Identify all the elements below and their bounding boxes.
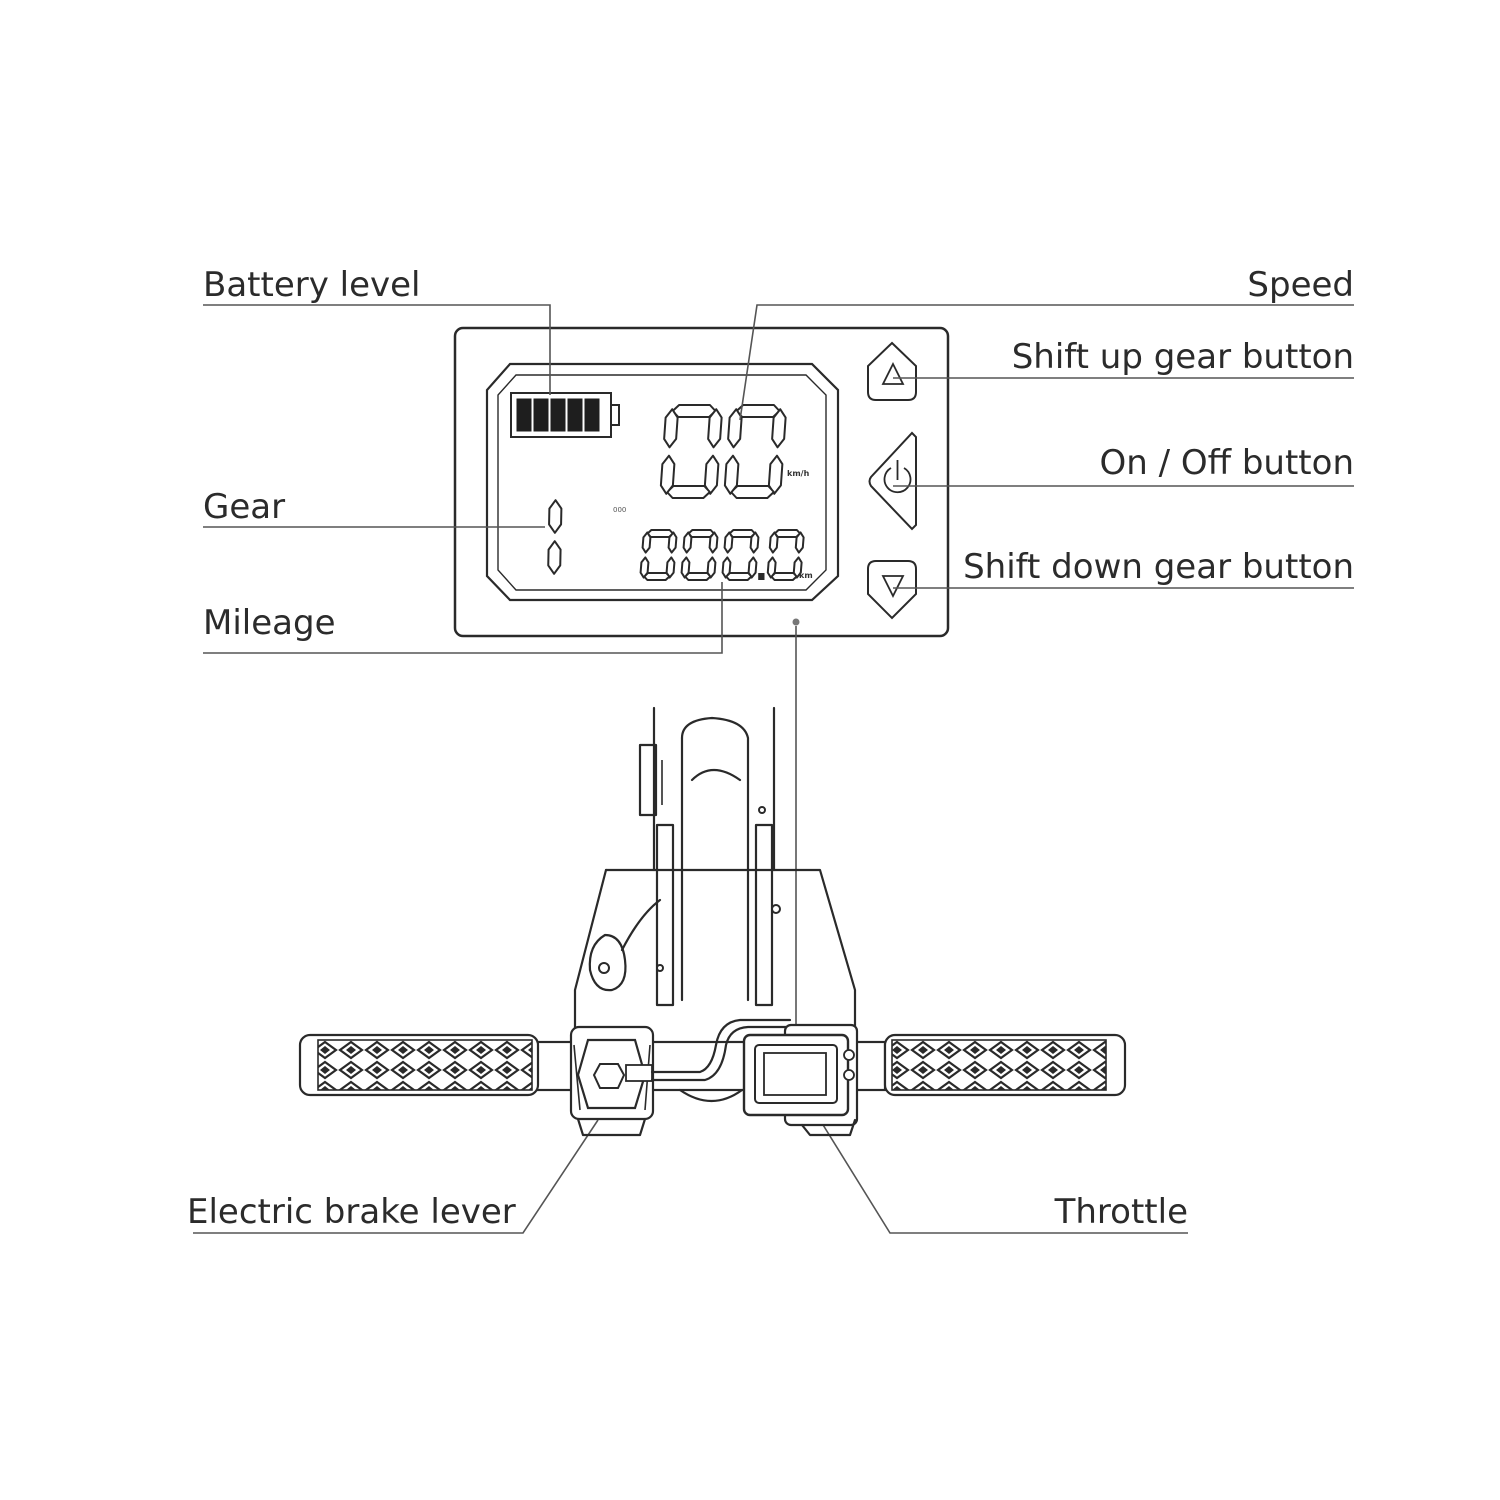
brake-lever-housing (569, 1025, 655, 1137)
digit-segment-a (728, 529, 756, 538)
mileage-readout (639, 529, 805, 581)
label-brake-lever: Electric brake lever (187, 1192, 516, 1232)
right-grip (883, 1033, 1127, 1097)
mileage-digit (639, 529, 678, 581)
triangle-up-icon (881, 361, 905, 385)
digit-segment-c (767, 454, 784, 495)
callout-display-link (792, 618, 800, 1080)
digit-segment-b (794, 531, 805, 554)
battery-bar (584, 398, 600, 432)
label-gear: Gear (203, 487, 285, 527)
callout-speed: Speed (739, 265, 1354, 421)
digit-segment-e (721, 556, 732, 579)
left-grip (298, 1033, 540, 1097)
callout-battery-level: Battery level (203, 265, 551, 395)
digit-segment-d (666, 485, 711, 499)
label-battery-level: Battery level (203, 265, 421, 305)
digit-segment-a (646, 529, 674, 538)
digit-segment-c (703, 454, 720, 495)
speed-digit (723, 404, 787, 499)
digit-segment-d (684, 572, 712, 581)
digit-segment-a (735, 404, 781, 418)
digit-segment-c (547, 540, 562, 575)
digit-segment-d (643, 572, 671, 581)
triangle-down-icon (881, 575, 905, 599)
gear-readout (547, 499, 563, 575)
digit-segment-b (749, 531, 760, 554)
digit-segment-a (687, 529, 715, 538)
mileage-digit (680, 529, 719, 581)
speed-readout (659, 404, 787, 499)
digit-segment-a (671, 404, 717, 418)
digit-segment-e (639, 556, 650, 579)
label-speed: Speed (1247, 265, 1354, 305)
callout-gear: Gear (203, 487, 545, 528)
battery-bar (516, 398, 532, 432)
callout-brake-lever: Electric brake lever (187, 1119, 599, 1234)
callout-shift-up: Shift up gear button (893, 337, 1354, 379)
digit-segment-e (766, 556, 777, 579)
digit-segment-f (682, 531, 693, 554)
digit-segment-b (667, 531, 678, 554)
digit-segment-f (663, 408, 679, 449)
on-off-button[interactable] (868, 431, 917, 531)
digit-segment-b (548, 499, 563, 534)
label-shift-down: Shift down gear button (963, 547, 1354, 587)
callout-on-off: On / Off button (893, 443, 1354, 487)
battery-bar (533, 398, 549, 432)
digit-segment-e (723, 454, 740, 495)
digit-segment-f (727, 408, 743, 449)
label-mileage: Mileage (203, 603, 335, 643)
digit-segment-f (768, 531, 779, 554)
callout-mileage: Mileage (203, 582, 723, 654)
mileage-digit (721, 529, 760, 581)
battery-bar (550, 398, 566, 432)
speed-unit-label: km/h (787, 469, 810, 478)
power-icon (883, 460, 912, 494)
handlebar-illustration (298, 706, 1127, 1137)
throttle-display-unit[interactable] (742, 1023, 859, 1137)
speed-digit (659, 404, 723, 499)
digit-segment-d (725, 572, 753, 581)
mileage-unit-label: km (799, 571, 813, 580)
callout-shift-down: Shift down gear button (893, 547, 1354, 589)
small-indicator-text: 000 (613, 506, 626, 514)
callout-throttle: Throttle (819, 1119, 1188, 1234)
label-throttle: Throttle (1054, 1192, 1188, 1232)
digit-segment-e (659, 454, 676, 495)
shift-up-button[interactable] (867, 341, 917, 401)
digit-segment-f (723, 531, 734, 554)
battery-indicator (510, 392, 620, 438)
digit-segment-d (770, 572, 798, 581)
digit-segment-a (773, 529, 802, 538)
mileage-digit (766, 529, 805, 581)
digit-segment-d (730, 485, 775, 499)
battery-bar (567, 398, 583, 432)
mileage-decimal-point (758, 573, 765, 580)
digit-segment-e (680, 556, 691, 579)
digit-segment-b (707, 408, 723, 449)
digit-segment-b (708, 531, 719, 554)
gear-digit (547, 499, 563, 575)
label-on-off: On / Off button (1099, 443, 1354, 483)
label-shift-up: Shift up gear button (1012, 337, 1354, 377)
digit-segment-b (771, 408, 787, 449)
shift-down-button[interactable] (867, 560, 917, 620)
digit-segment-f (641, 531, 652, 554)
